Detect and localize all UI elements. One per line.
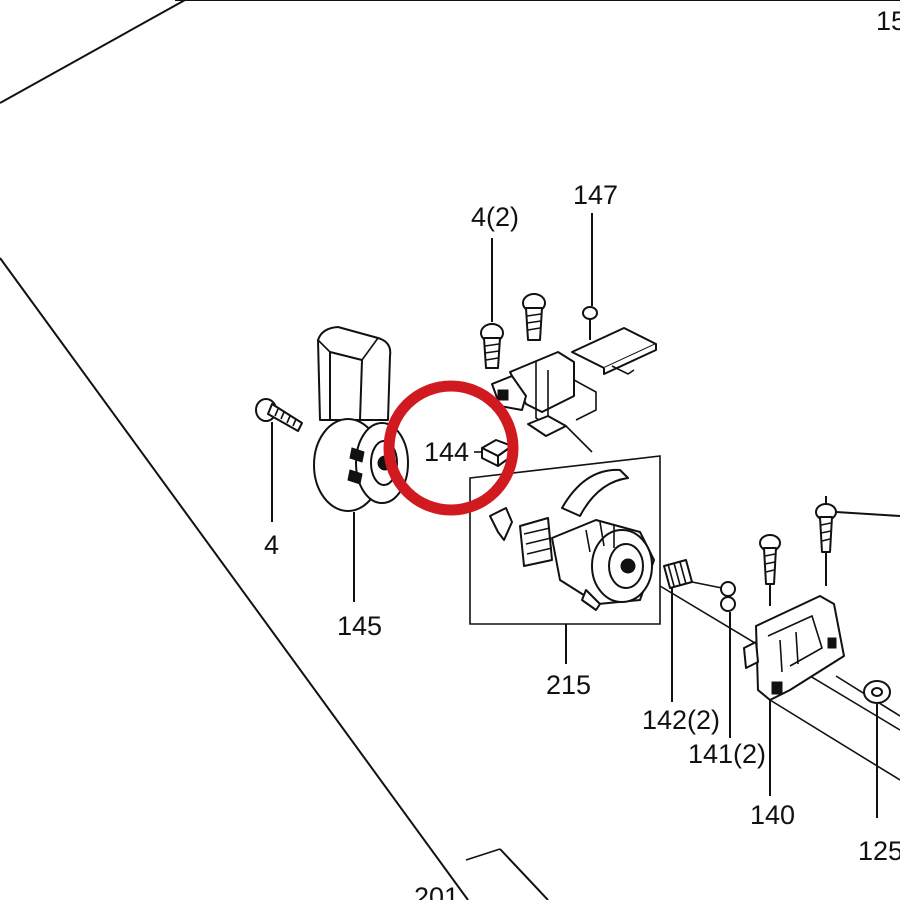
label-201: 201 bbox=[414, 882, 459, 900]
spring-ball-parts bbox=[659, 559, 900, 738]
label-144: 144 bbox=[424, 437, 469, 467]
label-141-2: 141(2) bbox=[688, 739, 766, 769]
screw-4-part bbox=[255, 398, 303, 522]
label-145: 145 bbox=[337, 611, 382, 641]
label-15: 15 bbox=[876, 6, 900, 36]
label-215: 215 bbox=[546, 670, 591, 700]
label-125: 125 bbox=[858, 836, 900, 866]
cover-147-part bbox=[571, 213, 657, 375]
label-4-2: 4(2) bbox=[471, 202, 519, 232]
label-4: 4 bbox=[264, 530, 279, 560]
assembly-215-part bbox=[469, 455, 661, 664]
label-142-2: 142(2) bbox=[642, 705, 720, 735]
washer-125-part bbox=[863, 680, 891, 818]
screws-4-2-part bbox=[480, 238, 546, 369]
bracket-140-part bbox=[743, 595, 900, 796]
part-labels: 15 4(2) 147 144 4 145 215 142(2) 141(2) … bbox=[264, 6, 900, 900]
highlight-circle bbox=[383, 380, 519, 516]
bracket-screws-part bbox=[759, 496, 900, 606]
label-147: 147 bbox=[573, 180, 618, 210]
label-140: 140 bbox=[750, 800, 795, 830]
switch-body-part bbox=[491, 351, 597, 453]
